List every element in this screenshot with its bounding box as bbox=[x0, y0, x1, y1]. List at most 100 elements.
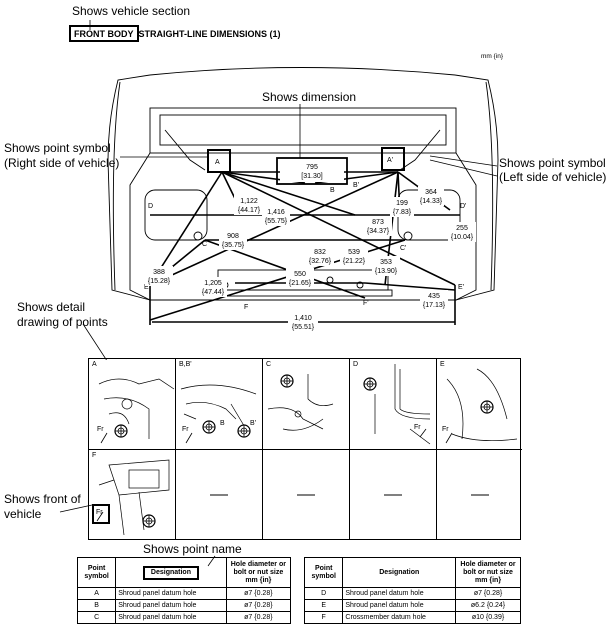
fr-label-b: Fr bbox=[182, 426, 189, 433]
cell-size: ø6.2 {0.24} bbox=[455, 599, 521, 612]
table-row: D Shroud panel datum hole ø7 {0.28} bbox=[303, 587, 521, 600]
front-symbol-box bbox=[92, 504, 110, 524]
detail-drawing-grid: A Fr B,B' Fr B B' bbox=[88, 358, 522, 540]
dim-1205-mm: 1,205 bbox=[204, 280, 222, 287]
detail-label-d: D bbox=[353, 361, 359, 368]
cell-symbol: F bbox=[303, 611, 344, 624]
cell-designation: Shroud panel datum hole bbox=[115, 599, 227, 612]
front-body-diagram: A A' B B' C C' D D' E E' F F' 795 [31.30… bbox=[82, 20, 499, 360]
detail-cell-d: D Fr bbox=[350, 359, 437, 450]
dimension-box bbox=[276, 157, 348, 185]
dim-388-in: {15.28} bbox=[148, 278, 171, 285]
cell-symbol: D bbox=[303, 587, 344, 600]
dim-1416-mm: 1,416 bbox=[267, 209, 285, 216]
cell-symbol: E bbox=[303, 599, 344, 612]
dim-388-mm: 388 bbox=[153, 269, 165, 276]
th-designation: Designation bbox=[115, 557, 227, 588]
detail-cell-empty-3 bbox=[350, 450, 437, 539]
detail-b-inner: B bbox=[220, 420, 225, 427]
detail-b-prime-inner: B' bbox=[250, 420, 256, 427]
point-c: C bbox=[202, 241, 207, 248]
measurement-lines bbox=[149, 171, 460, 325]
callout-detail-2: drawing of points bbox=[17, 315, 108, 329]
callout-point-symbol-left-2: (Left side of vehicle) bbox=[499, 170, 607, 184]
title-section-box: FRONT BODY bbox=[69, 25, 139, 42]
detail-cell-f: F Fr bbox=[89, 450, 176, 539]
dim-255-in: {10.04} bbox=[451, 234, 474, 241]
point-b-prime: B' bbox=[353, 182, 359, 189]
empty-dash bbox=[470, 494, 489, 495]
detail-cell-c: C bbox=[263, 359, 350, 450]
dim-353-in: {13.90} bbox=[375, 268, 398, 275]
empty-dash bbox=[210, 494, 228, 495]
callout-dimension: Shows dimension bbox=[262, 90, 357, 104]
point-d: D bbox=[148, 203, 153, 210]
cell-size: ø7 {0.28} bbox=[455, 587, 521, 600]
detail-drawing-e: Fr bbox=[442, 368, 518, 444]
point-f: F bbox=[244, 304, 248, 311]
point-c-prime: C' bbox=[400, 245, 406, 252]
table-row: B Shroud panel datum hole ø7 {0.28} bbox=[76, 599, 292, 612]
cell-designation: Crossmember datum hole bbox=[342, 611, 457, 624]
point-a: A bbox=[215, 159, 220, 166]
callout-point-symbol-left-1: Shows point symbol bbox=[499, 156, 606, 170]
detail-cell-empty-4 bbox=[437, 450, 522, 539]
callout-point-name: Shows point name bbox=[143, 542, 242, 556]
detail-label-b: B,B' bbox=[179, 361, 192, 368]
cell-size: ø7 {0.28} bbox=[225, 599, 292, 612]
title-rest: STRAIGHT-LINE DIMENSIONS (1) bbox=[138, 28, 281, 39]
fr-label-a: Fr bbox=[97, 426, 104, 433]
detail-label-e: E bbox=[440, 361, 445, 368]
fr-label-e: Fr bbox=[442, 426, 449, 433]
callout-front-1: Shows front of bbox=[4, 492, 81, 506]
cell-symbol: B bbox=[76, 599, 117, 612]
dim-1416-in: {55.75} bbox=[265, 218, 288, 225]
cell-designation: Shroud panel datum hole bbox=[115, 611, 227, 624]
dim-550-mm: 550 bbox=[294, 271, 306, 278]
detail-cell-e: E Fr bbox=[437, 359, 522, 450]
empty-dash bbox=[384, 494, 402, 495]
callout-detail-1: Shows detail bbox=[17, 300, 86, 314]
dim-550-in: {21.65} bbox=[289, 280, 312, 287]
point-d-prime: D' bbox=[460, 203, 466, 210]
cell-designation: Shroud panel datum hole bbox=[342, 587, 457, 600]
dim-435-mm: 435 bbox=[428, 293, 440, 300]
detail-drawing-f: Fr bbox=[92, 459, 170, 536]
callout-point-symbol-right-1: Shows point symbol bbox=[4, 141, 111, 155]
fr-label-f: Fr bbox=[96, 509, 103, 516]
unit-label: mm {in} bbox=[481, 53, 504, 60]
point-a-prime: A' bbox=[387, 157, 393, 164]
dim-199-in: {7.83} bbox=[393, 209, 412, 216]
dim-832-in: {32.76} bbox=[309, 258, 332, 265]
cell-symbol: C bbox=[76, 611, 117, 624]
dim-364-in: {14.33} bbox=[420, 198, 443, 205]
dim-1205-in: {47.44} bbox=[202, 289, 225, 296]
detail-label-f: F bbox=[92, 452, 97, 459]
point-symbol-box-left bbox=[381, 147, 405, 171]
point-b: B bbox=[330, 187, 335, 194]
th-point-symbol: Point symbol bbox=[76, 557, 117, 588]
cell-size: ø10 {0.39} bbox=[455, 611, 521, 624]
dim-1410-in: {55.51} bbox=[292, 324, 315, 331]
dim-539-mm: 539 bbox=[348, 249, 360, 256]
dim-873-mm: 873 bbox=[372, 219, 384, 226]
point-table-left: Point symbol Designation Hole diameter o… bbox=[76, 557, 292, 624]
dim-199-mm: 199 bbox=[396, 200, 408, 207]
callout-point-symbol-right-2: (Right side of vehicle) bbox=[4, 156, 120, 170]
detail-label-a: A bbox=[92, 361, 97, 368]
dim-1122-mm: 1,122 bbox=[240, 198, 258, 205]
detail-drawing-d: Fr bbox=[363, 364, 431, 445]
th-hole-diameter: Hole diameter or bolt or nut size mm {in… bbox=[225, 557, 292, 588]
dim-908-in: {35.75} bbox=[222, 242, 245, 249]
dim-539-in: {21.22} bbox=[343, 258, 366, 265]
point-f-prime: F' bbox=[363, 300, 369, 307]
dim-795-in: [31.30] bbox=[301, 173, 322, 180]
table-row: C Shroud panel datum hole ø7 {0.28} bbox=[76, 611, 292, 624]
th-hole-diameter: Hole diameter or bolt or nut size mm {in… bbox=[455, 557, 521, 588]
detail-drawing-b: Fr B B' bbox=[180, 384, 257, 444]
detail-cell-a: A Fr bbox=[89, 359, 176, 450]
detail-cell-b: B,B' Fr B B' bbox=[176, 359, 263, 450]
cell-size: ø7 {0.28} bbox=[225, 611, 292, 624]
detail-drawing-c bbox=[267, 374, 334, 431]
dim-364-mm: 364 bbox=[425, 189, 437, 196]
